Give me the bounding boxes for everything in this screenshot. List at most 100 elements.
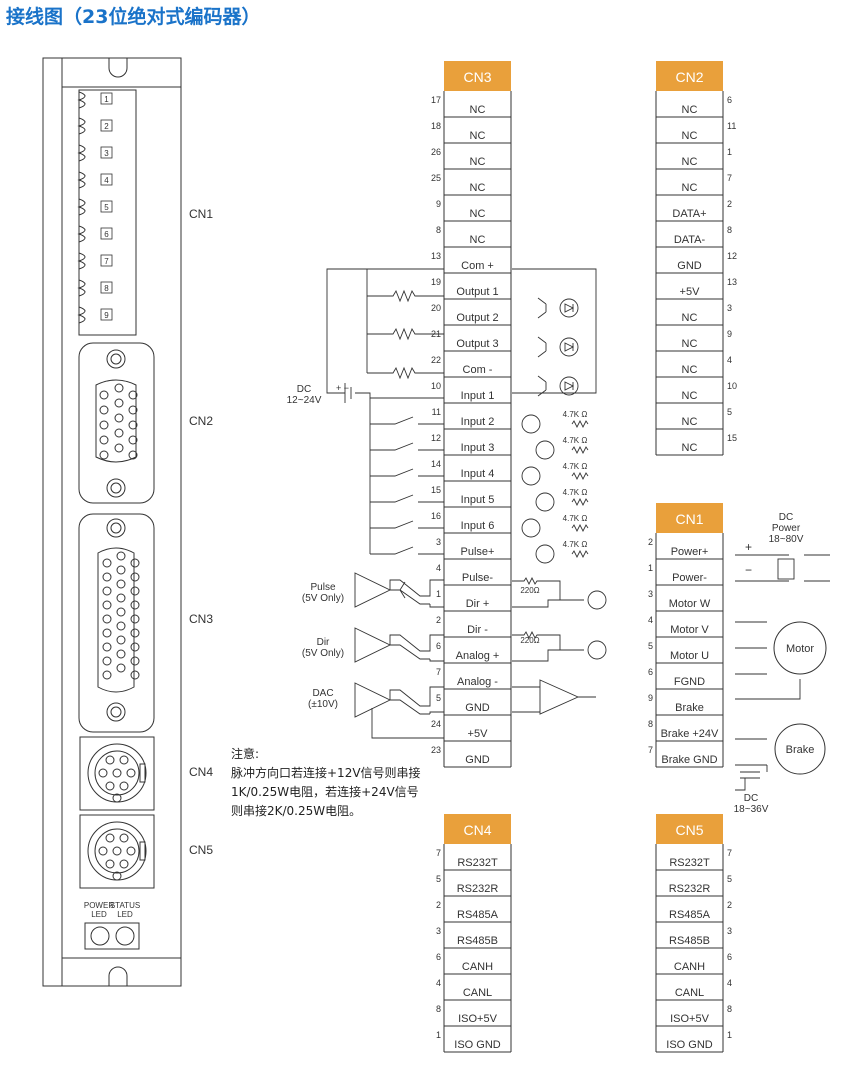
cn1-header-bg <box>656 503 723 533</box>
diode-icon <box>564 381 575 391</box>
cn5-pin-number: 3 <box>727 926 732 936</box>
pin-hole <box>116 579 126 589</box>
terminal-box <box>100 92 113 105</box>
pin-hole <box>119 781 129 791</box>
pin-hole <box>102 572 112 582</box>
cn4-pin-label: RS232T <box>457 857 498 869</box>
pin-hole <box>116 551 126 561</box>
cn2-pin-label: DATA- <box>674 234 706 246</box>
pin-hole <box>130 558 140 568</box>
pin-hole <box>130 642 140 652</box>
drive-panel <box>42 57 182 987</box>
cn4-pin-label: RS485B <box>457 935 498 947</box>
cn1-pin-number: 4 <box>648 615 653 625</box>
pin-hole <box>130 600 140 610</box>
pin-hole <box>105 755 115 765</box>
cn3-pin-number: 22 <box>431 355 441 365</box>
resistor-label: 4.7K Ω <box>563 436 588 445</box>
cn2-pin-number: 11 <box>727 121 736 131</box>
cn3-pin-label: NC <box>470 234 486 246</box>
pin-hole <box>102 670 112 680</box>
led-icon <box>559 298 579 318</box>
cn1-pin-label: Power- <box>672 572 707 584</box>
resistor-icon <box>571 497 589 507</box>
cn3-pin-number: 3 <box>436 537 441 547</box>
cn2-header: CN2 <box>675 69 703 85</box>
cn3-pin-number: 20 <box>431 303 441 313</box>
cn3-pin-label: Dir - <box>467 624 488 636</box>
cn2-pin-label: NC <box>682 156 698 168</box>
cn2-header-bg <box>656 61 723 91</box>
resistor-label: 220Ω <box>520 636 539 645</box>
cn5-pin-number: 7 <box>727 848 732 858</box>
pin-hole <box>114 428 124 438</box>
transistor-icon <box>537 336 547 358</box>
resistor-label: 4.7K Ω <box>563 488 588 497</box>
cn5-header: CN5 <box>675 822 703 838</box>
cn5-pin-number: 8 <box>727 1004 732 1014</box>
cn3-pin-number: 6 <box>436 641 441 651</box>
cn3-pin-number: 24 <box>431 719 441 729</box>
transistor-icon <box>537 375 547 397</box>
cn2-pin-label: NC <box>682 390 698 402</box>
cn5-pin-number: 2 <box>727 900 732 910</box>
cn2-pin-number: 1 <box>727 147 732 157</box>
cn3-pin-label: Analog - <box>457 676 498 688</box>
cn3-pin-number: 4 <box>436 563 441 573</box>
pin-hole <box>105 859 115 869</box>
resistor-icon <box>571 445 589 455</box>
cn5-panel-label: CN5 <box>189 843 213 857</box>
cn3-pin-label: Pulse- <box>462 572 494 584</box>
cn3-pin-label: NC <box>470 156 486 168</box>
brake-circle <box>774 723 826 775</box>
pin-hole <box>114 443 124 453</box>
cn3-pin-number: 26 <box>431 147 441 157</box>
pin-hole <box>114 383 124 393</box>
resistor-label: 4.7K Ω <box>563 462 588 471</box>
cn2-pin-label: NC <box>682 130 698 142</box>
cn4-pin-number: 7 <box>436 848 441 858</box>
pin-hole <box>130 572 140 582</box>
cn3-pin-label: Com + <box>461 260 494 272</box>
terminal-box <box>100 200 113 213</box>
terminal-number: 9 <box>104 311 109 320</box>
pin-hole <box>112 793 122 803</box>
terminal-number: 3 <box>104 149 109 158</box>
cn4-pin-label: ISO GND <box>454 1039 501 1051</box>
cn3-pin-number: 25 <box>431 173 441 183</box>
cn1-pin-label: Motor V <box>670 624 709 636</box>
cn3-pin-number: 19 <box>431 277 441 287</box>
pin-hole <box>102 642 112 652</box>
pin-hole <box>119 859 129 869</box>
pin-hole <box>112 768 122 778</box>
cn5-header-bg <box>656 814 723 844</box>
pin-hole <box>105 781 115 791</box>
cn2-pin-number: 3 <box>727 303 732 313</box>
pin-hole <box>102 656 112 666</box>
diode-icon <box>564 342 575 352</box>
transistor-icon <box>537 297 547 319</box>
cn3-pin-number: 11 <box>432 407 441 417</box>
cn3-pin-number: 15 <box>431 485 441 495</box>
cn2-pin-label: NC <box>682 364 698 376</box>
pin-hole <box>126 768 136 778</box>
cn1-pin-number: 9 <box>648 693 653 703</box>
pin-hole <box>116 593 126 603</box>
terminal-box <box>100 119 113 132</box>
cn2-pin-number: 13 <box>727 277 737 287</box>
cn5-pin-label: ISO+5V <box>670 1013 709 1025</box>
dir-label: Dir(5V Only) <box>302 637 344 659</box>
input-led-icon <box>535 544 555 564</box>
cn3-pin-label: NC <box>470 104 486 116</box>
cn3-pin-number: 8 <box>436 225 441 235</box>
terminal-box <box>100 146 113 159</box>
output-led-icon <box>587 640 607 660</box>
pin-hole <box>128 450 138 460</box>
cn4-pin-label: CANH <box>462 961 493 973</box>
